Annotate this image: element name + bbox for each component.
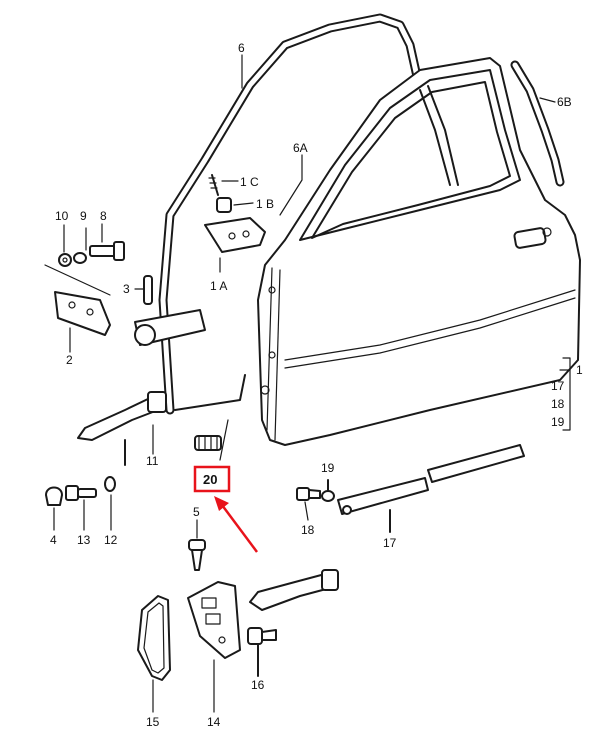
highlight-box: [193, 465, 231, 493]
label-19: 19: [321, 461, 335, 475]
label-9: 9: [80, 209, 87, 223]
label-15: 15: [146, 715, 160, 729]
spring-20: [194, 435, 222, 451]
bolt-18: [296, 487, 321, 501]
label-6b: 6B: [557, 95, 572, 109]
label-6: 6: [238, 41, 245, 55]
highlight-callout: [193, 465, 259, 553]
label-6a: 6A: [293, 141, 308, 155]
highlight-arrowhead: [214, 496, 229, 511]
label-11: 11: [146, 454, 159, 468]
part-labels: 6 6B 6A 1 C 1 B 1 A 10 9 8 3 2 1 17 18 1…: [50, 41, 583, 729]
mirror-bracket-1a: [204, 174, 266, 253]
nut-19: [321, 479, 335, 502]
label-13: 13: [77, 533, 91, 547]
support-rod-17: [337, 444, 525, 533]
label-4: 4: [50, 533, 57, 547]
label-20: 20: [203, 472, 217, 487]
label-1a: 1 A: [210, 279, 227, 293]
window-strip-6b: [510, 60, 565, 187]
label-17: 17: [383, 536, 397, 550]
highlight-arrow: [220, 504, 259, 553]
gasket-15: [137, 595, 171, 681]
screw-5: [188, 539, 206, 571]
label-18-right: 18: [551, 397, 565, 411]
bolt-13: [65, 485, 97, 501]
label-8: 8: [100, 209, 107, 223]
bracket-14: [187, 581, 241, 659]
label-1b: 1 B: [256, 197, 274, 211]
cap-4: [45, 486, 63, 506]
bolt-16: [247, 627, 277, 677]
washer-12: [104, 476, 116, 492]
label-1c: 1 C: [240, 175, 259, 189]
label-10: 10: [55, 209, 69, 223]
door-check-strap-11: [77, 391, 167, 466]
label-5: 5: [193, 505, 200, 519]
hinge-assembly: [54, 275, 206, 346]
label-1: 1: [576, 363, 583, 377]
label-2: 2: [66, 353, 73, 367]
label-16: 16: [251, 678, 265, 692]
label-3: 3: [123, 282, 130, 296]
label-17-right: 17: [551, 379, 565, 393]
door-shell-1: [257, 57, 581, 446]
lower-check-strap: [249, 569, 339, 611]
label-12: 12: [104, 533, 118, 547]
leader-lines: [53, 54, 571, 713]
label-14: 14: [207, 715, 221, 729]
screw-set-8-9-10: [44, 241, 125, 296]
label-19-right: 19: [551, 415, 565, 429]
label-18: 18: [301, 523, 315, 537]
